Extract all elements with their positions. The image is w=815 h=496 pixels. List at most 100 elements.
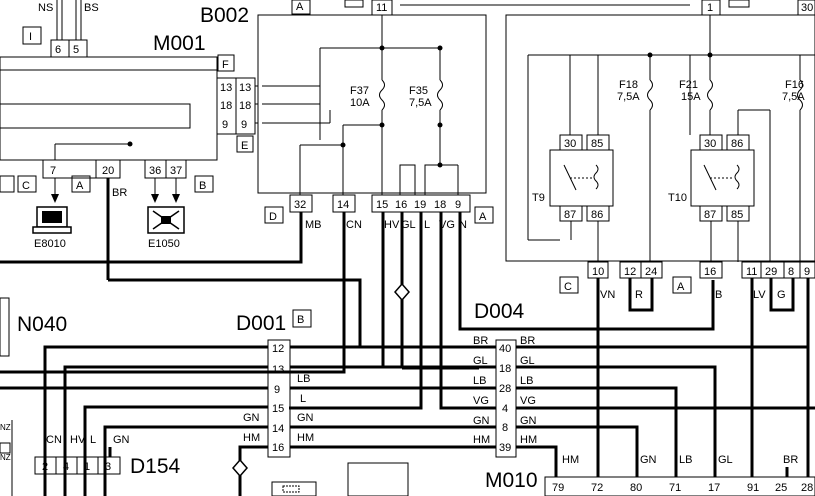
pin-t10-85: 85 bbox=[731, 209, 743, 221]
wire-label-g: G bbox=[777, 289, 786, 301]
pin-m001-20: 20 bbox=[102, 165, 114, 177]
pin-right-1: 1 bbox=[707, 2, 713, 14]
pin-right-16: 16 bbox=[704, 266, 716, 278]
pin-right-30: 30 bbox=[801, 2, 813, 14]
pin-m010-71: 71 bbox=[669, 482, 681, 494]
pin-d001-9: 9 bbox=[274, 384, 280, 396]
right-pin-16 bbox=[699, 261, 723, 279]
d004-pin-block bbox=[495, 339, 517, 458]
pin-d154-2: 2 bbox=[42, 461, 48, 473]
wire-label-mb: MB bbox=[305, 219, 322, 231]
pin-m010-91: 91 bbox=[747, 482, 759, 494]
nz-box bbox=[0, 442, 11, 454]
pin-d001-16: 16 bbox=[272, 442, 284, 454]
wire-label-m010-br: BR bbox=[783, 454, 798, 466]
pin-right-8: 8 bbox=[788, 266, 794, 278]
pin-t9-85: 85 bbox=[591, 138, 603, 150]
pin-right-11: 11 bbox=[746, 266, 757, 278]
pin-b002-32: 32 bbox=[294, 199, 306, 211]
pin-right-24: 24 bbox=[645, 266, 657, 278]
connector-letter-b-d001: B bbox=[297, 314, 304, 326]
fuse-f35-rating: 7,5A bbox=[409, 97, 432, 109]
fuse-f21-rating: 15A bbox=[681, 91, 701, 103]
connector-letter-c-right: C bbox=[564, 281, 572, 293]
relay-box bbox=[505, 14, 815, 262]
diagnostic-connector-icon bbox=[147, 206, 185, 234]
connector-letter-b: B bbox=[199, 180, 206, 192]
wire-label-d001-hm: HM bbox=[297, 432, 314, 444]
pin-b002-13: 13 bbox=[239, 82, 251, 94]
wire-label-nz-2: NZ bbox=[0, 453, 11, 462]
pin-m001-6: 6 bbox=[55, 44, 61, 56]
wire-label-d001-l: L bbox=[300, 393, 306, 405]
pin-b002-14: 14 bbox=[337, 199, 349, 211]
component-d154: D154 bbox=[130, 455, 181, 478]
bottom-component-box bbox=[271, 481, 317, 496]
fuse-f18-name: F18 bbox=[619, 79, 638, 91]
wire-label-l: L bbox=[424, 219, 430, 231]
pin-m010-28: 28 bbox=[801, 482, 813, 494]
connector-letter-a-top: A bbox=[296, 1, 304, 13]
connector-box-a-top bbox=[291, 0, 311, 15]
connector-box-e bbox=[236, 135, 254, 153]
component-n040: N040 bbox=[17, 313, 67, 336]
connector-box-i bbox=[22, 26, 42, 45]
ns-bs-wires bbox=[56, 0, 82, 40]
pin-m001-5: 5 bbox=[73, 44, 79, 56]
pin-m001-13: 13 bbox=[220, 82, 232, 94]
wire-label-d154-hv: HV bbox=[70, 434, 86, 446]
connector-box-c bbox=[17, 175, 37, 193]
wire-label-d004-gn-in: GN bbox=[473, 415, 490, 427]
wire-label-left-gn: GN bbox=[243, 412, 260, 424]
wire-label-d004-br-in: BR bbox=[473, 335, 488, 347]
pin-t10-30: 30 bbox=[704, 138, 716, 150]
connector-letter-a-right: A bbox=[677, 281, 685, 293]
pin-d004-40: 40 bbox=[499, 343, 511, 355]
wire-label-d004-lb-in: LB bbox=[473, 375, 486, 387]
pin-b002-18: 18 bbox=[434, 199, 446, 211]
wire-label-m010-gn: GN bbox=[640, 454, 657, 466]
wire-label-m010-gl: GL bbox=[718, 454, 733, 466]
pin-d004-8: 8 bbox=[502, 422, 508, 434]
wire-label-hv: HV bbox=[384, 219, 400, 231]
pin-d001-14: 14 bbox=[272, 423, 284, 435]
fuse-f37-rating: 10A bbox=[350, 97, 370, 109]
m001-inner-bar bbox=[0, 103, 191, 129]
wire-label-vg: VG bbox=[439, 219, 455, 231]
connector-box-a-right bbox=[672, 276, 692, 294]
component-t10: T10 bbox=[668, 192, 687, 204]
pin-t10-87: 87 bbox=[704, 209, 716, 221]
pin-d001-13: 13 bbox=[272, 364, 284, 376]
wire-label-d154-cn: CN bbox=[46, 434, 62, 446]
wire-label-m010-hm: HM bbox=[562, 454, 579, 466]
fuse-f37-name: F37 bbox=[350, 85, 369, 97]
pin-b002-9: 9 bbox=[241, 119, 247, 131]
connector-box-c-right bbox=[559, 276, 579, 294]
pin-d154-4: 4 bbox=[63, 461, 69, 473]
connector-box-a bbox=[71, 175, 91, 193]
component-t9: T9 bbox=[532, 192, 545, 204]
connector-box-small-left bbox=[0, 175, 15, 193]
connector-box-f bbox=[217, 54, 235, 72]
component-m001: M001 bbox=[153, 32, 206, 55]
pin-m001-7: 7 bbox=[50, 165, 56, 177]
wire-label-d154-l: L bbox=[90, 434, 96, 446]
pin-t9-87: 87 bbox=[564, 209, 576, 221]
pin-m010-79: 79 bbox=[552, 482, 564, 494]
pin-m001-36: 36 bbox=[149, 165, 161, 177]
wire-label-b: B bbox=[715, 289, 722, 301]
component-d004: D004 bbox=[474, 300, 525, 323]
wire-label-d001-gn: GN bbox=[297, 412, 314, 424]
pin-b002-15: 15 bbox=[376, 199, 388, 211]
wire-label-lv: LV bbox=[753, 289, 766, 301]
wire-label-d004-gl-in: GL bbox=[473, 355, 488, 367]
pin-d154-1: 1 bbox=[84, 461, 90, 473]
pin-d001-12: 12 bbox=[272, 343, 284, 355]
connector-box-w-top bbox=[344, 0, 364, 8]
connector-box-x-top bbox=[728, 0, 750, 8]
pin-d004-18: 18 bbox=[499, 363, 511, 375]
wire-label-d004-lb-out: LB bbox=[520, 375, 533, 387]
wire-label-left-hm: HM bbox=[243, 432, 260, 444]
connector-letter-e: E bbox=[241, 140, 248, 152]
